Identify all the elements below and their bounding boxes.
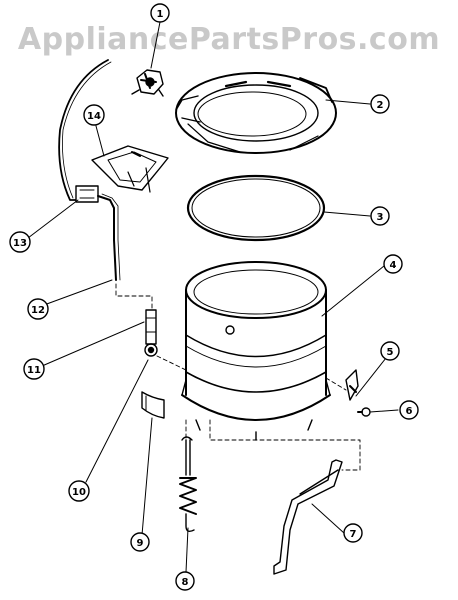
svg-text:7: 7 [350, 529, 357, 540]
svg-text:13: 13 [13, 238, 27, 249]
part-1-pressure-switch [131, 69, 164, 97]
part-7-base-bracket [273, 459, 343, 575]
part-4-outer-tub [181, 261, 331, 441]
svg-text:12: 12 [31, 305, 45, 316]
callout-8: 8 [175, 571, 195, 591]
part-11-connector [144, 309, 158, 357]
callout-6: 6 [399, 400, 419, 420]
svg-text:9: 9 [137, 538, 144, 549]
svg-text:3: 3 [377, 212, 384, 223]
callout-12: 12 [27, 298, 49, 320]
svg-text:10: 10 [72, 487, 86, 498]
callout-14: 14 [83, 104, 105, 126]
callout-13: 13 [9, 231, 31, 253]
part-3-gasket [186, 174, 326, 242]
svg-text:6: 6 [406, 406, 413, 417]
callout-10: 10 [68, 480, 90, 502]
svg-text:5: 5 [387, 347, 394, 358]
callout-leaders [27, 21, 399, 573]
part-2-tub-cover [175, 72, 337, 154]
callout-3: 3 [370, 206, 390, 226]
callout-7: 7 [343, 523, 363, 543]
part-8-spring [179, 436, 197, 533]
part-14-bracket [91, 145, 169, 193]
callout-2: 2 [370, 94, 390, 114]
callout-5: 5 [380, 341, 400, 361]
part-5-clip [345, 369, 359, 401]
svg-text:8: 8 [182, 577, 189, 588]
svg-text:11: 11 [27, 365, 41, 376]
part-13-pressure-hose [58, 59, 121, 281]
part-9-snubber-pad [141, 391, 165, 419]
svg-text:1: 1 [157, 9, 164, 20]
watermark: AppliancePartsPros.com [17, 22, 441, 57]
assembly-guide-lines [115, 283, 361, 471]
callout-9: 9 [130, 532, 150, 552]
callout-4: 4 [383, 254, 403, 274]
svg-text:4: 4 [390, 260, 397, 271]
part-6-screw [357, 407, 371, 417]
callout-1: 1 [150, 3, 170, 23]
svg-text:2: 2 [377, 100, 384, 111]
callout-11: 11 [23, 358, 45, 380]
svg-text:14: 14 [87, 111, 101, 122]
